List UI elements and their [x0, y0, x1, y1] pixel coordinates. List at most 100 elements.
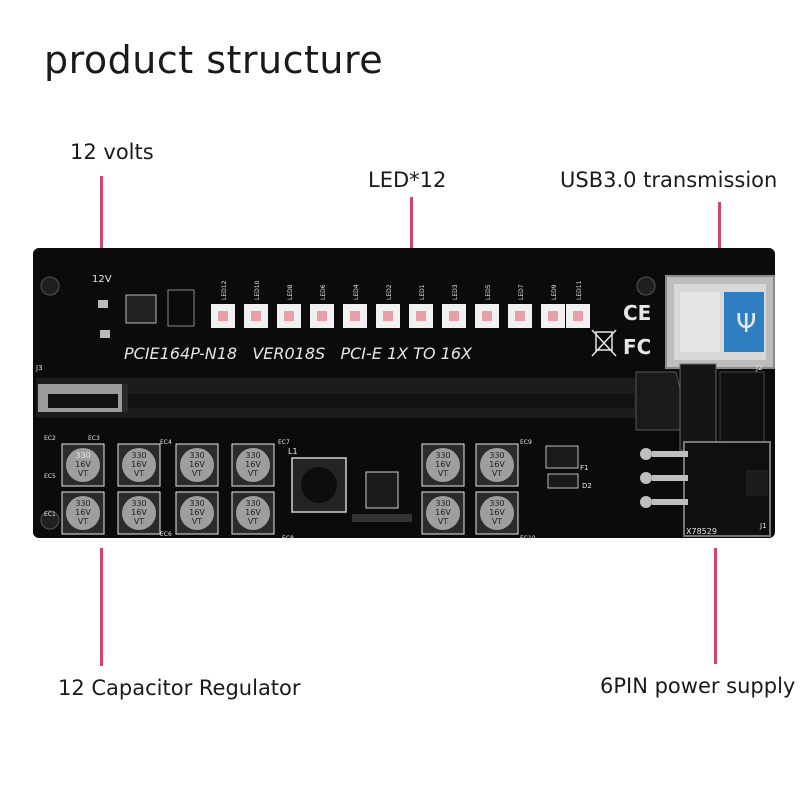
led-label: LED4: [353, 284, 360, 300]
svg-text:16V: 16V: [245, 508, 261, 517]
inductor-mark: L1: [288, 447, 298, 456]
led-label: LED3: [452, 284, 459, 300]
capacitor-labels: EC2 EC3 EC4 EC7 EC1 EC5 EC6 EC8 EC9 EC10: [44, 435, 536, 542]
svg-text:16V: 16V: [435, 508, 451, 517]
cap-label: EC5: [44, 473, 56, 480]
callout-usb: USB3.0 transmission: [560, 168, 778, 192]
led-label: LED2: [386, 284, 393, 300]
callout-power: 6PIN power supply: [600, 674, 796, 698]
svg-text:330: 330: [131, 499, 146, 508]
6pin-power-connector: [640, 441, 771, 537]
smd-component: [100, 330, 110, 338]
model-silkscreen: PCIE164P-N18 VER018S PCI-E 1X TO 16X: [124, 344, 473, 363]
led-label: LED7: [518, 284, 525, 300]
led-5: [343, 304, 367, 328]
svg-text:330: 330: [435, 451, 450, 460]
svg-text:VT: VT: [492, 469, 502, 478]
serial-mark: X78529: [686, 527, 717, 536]
svg-text:VT: VT: [78, 517, 88, 526]
mount-hole: [40, 276, 60, 296]
svg-text:330: 330: [75, 451, 90, 460]
svg-text:VT: VT: [438, 469, 448, 478]
svg-text:VT: VT: [492, 517, 502, 526]
svg-text:330: 330: [245, 499, 260, 508]
svg-text:330: 330: [75, 499, 90, 508]
led-label: LED12: [221, 280, 228, 300]
svg-text:16V: 16V: [489, 460, 505, 469]
smd-component: [98, 300, 108, 308]
fuse-mark: F1: [580, 464, 588, 472]
controller-ic: [365, 471, 399, 509]
callout-led: LED*12: [368, 168, 447, 192]
led-label: LED10: [254, 280, 261, 300]
led-labels: LED12 LED10 LED8 LED6 LED4 LED2 LED1 LED…: [221, 280, 583, 300]
led-1: [211, 304, 235, 328]
svg-text:VT: VT: [192, 469, 202, 478]
diode-mark: D2: [582, 482, 592, 490]
j1-mark: J1: [759, 522, 767, 530]
svg-text:16V: 16V: [131, 508, 147, 517]
leader-12-volts: [100, 176, 103, 256]
inductor-l1: [291, 457, 347, 513]
svg-text:VT: VT: [438, 517, 448, 526]
leader-led: [410, 197, 413, 269]
cap-label: EC6: [160, 531, 172, 538]
led-label: LED11: [576, 280, 583, 300]
leader-capacitor: [100, 548, 103, 666]
led-2: [244, 304, 268, 328]
svg-text:330: 330: [131, 451, 146, 460]
leader-usb: [718, 202, 721, 272]
led-label: LED5: [485, 284, 492, 300]
cap-label: EC4: [160, 439, 172, 446]
connector-housing: [635, 363, 765, 451]
ce-mark: CE: [623, 301, 651, 325]
usb-ss-symbol: Ψ: [736, 309, 756, 339]
cap-label: EC10: [520, 535, 536, 542]
cap-label: EC7: [278, 439, 290, 446]
led-4: [310, 304, 334, 328]
smd-strip: [352, 514, 412, 522]
led-7: [409, 304, 433, 328]
led-3: [277, 304, 301, 328]
svg-text:16V: 16V: [245, 460, 261, 469]
usb3-port: Ψ: [665, 275, 775, 369]
svg-text:330: 330: [435, 499, 450, 508]
weee-icon: [591, 329, 617, 357]
svg-text:VT: VT: [192, 517, 202, 526]
fc-mark: FC: [623, 335, 651, 359]
cap-label: EC2: [44, 435, 56, 442]
cap-label: EC8: [282, 535, 294, 542]
svg-text:16V: 16V: [489, 508, 505, 517]
usb-mark: J2: [755, 364, 763, 372]
svg-text:330: 330: [489, 451, 504, 460]
pcie-x16-slot: [36, 378, 636, 418]
svg-text:16V: 16V: [435, 460, 451, 469]
led-label: LED6: [320, 284, 327, 300]
voltage-mark: 12V: [92, 274, 112, 285]
fuse-component: [545, 445, 579, 469]
cap-label: EC1: [44, 511, 56, 518]
cap-label: EC9: [520, 439, 532, 446]
diode-component: [547, 473, 579, 489]
callout-capacitor: 12 Capacitor Regulator: [58, 676, 301, 700]
svg-text:330: 330: [245, 451, 260, 460]
pin-header: [167, 289, 195, 327]
leader-power: [714, 548, 717, 664]
regulator-ic: [125, 294, 157, 324]
led-label: LED1: [419, 284, 426, 300]
led-6: [376, 304, 400, 328]
led-10: [508, 304, 532, 328]
